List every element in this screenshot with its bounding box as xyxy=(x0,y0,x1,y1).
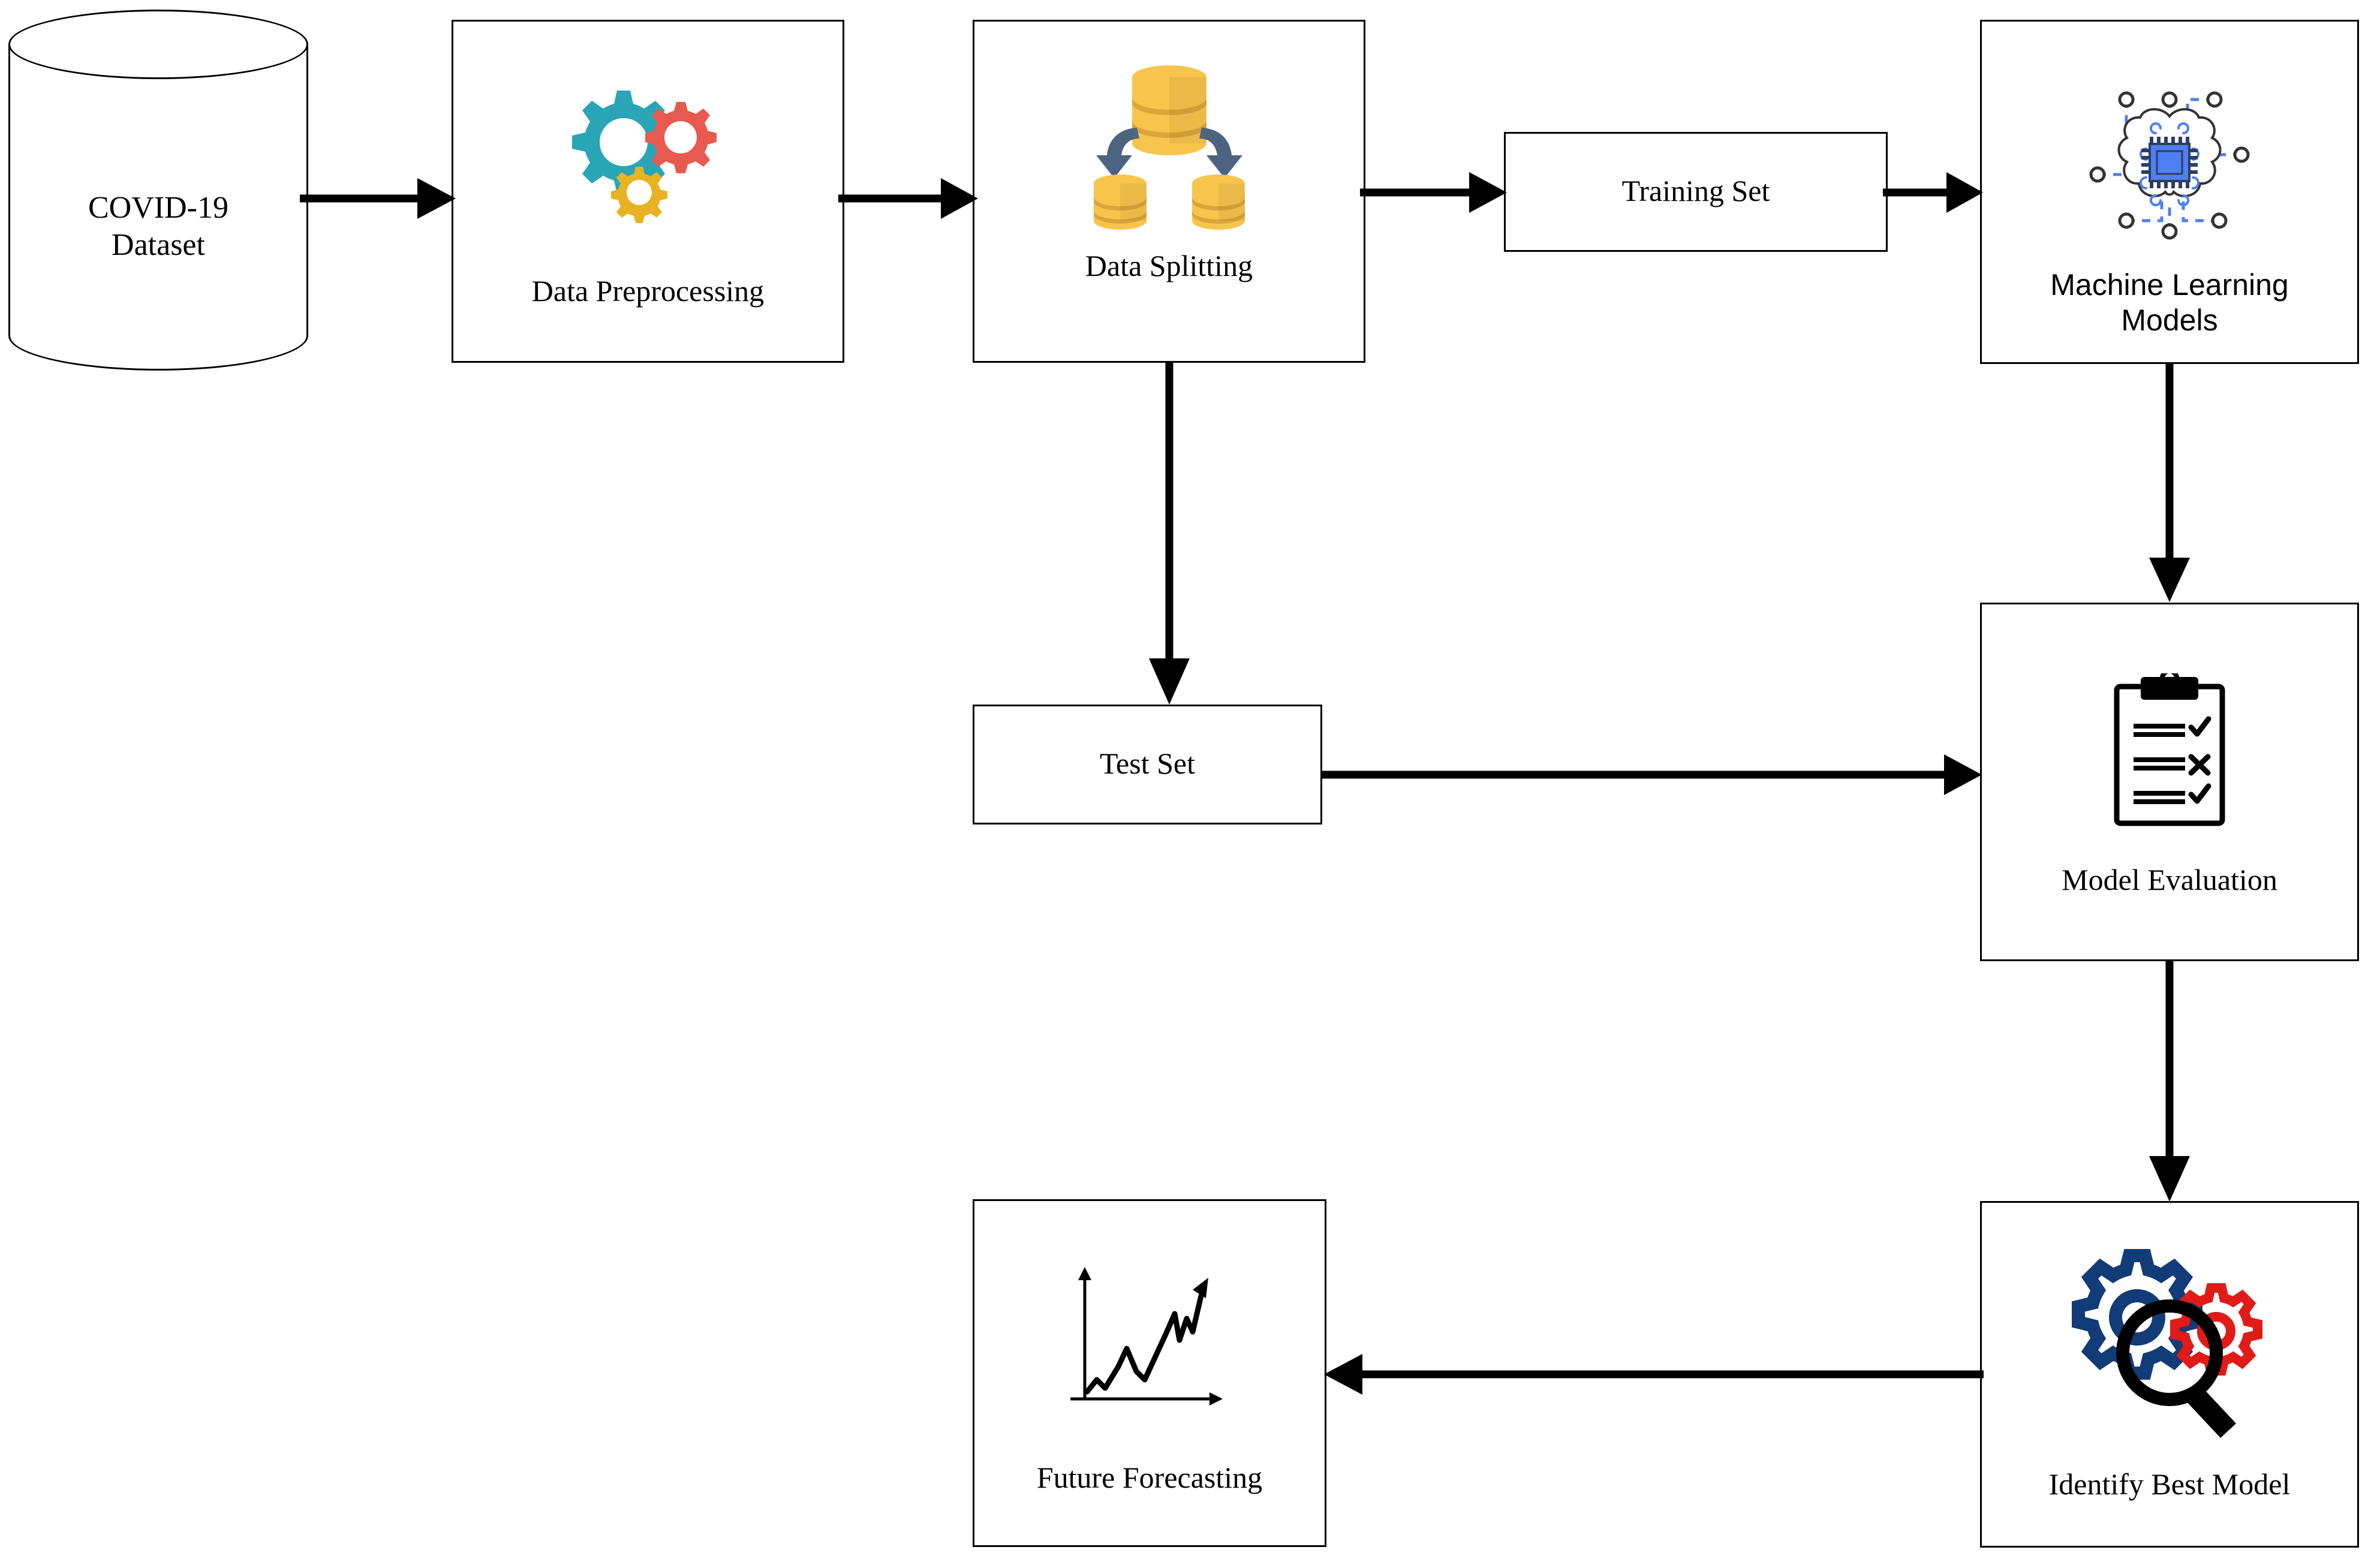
node-model-evaluation[interactable]: Model Evaluation xyxy=(1980,603,2359,961)
node-label-data-preprocessing: Data Preprocessing xyxy=(531,274,765,308)
cylinder-body xyxy=(8,44,308,336)
rising-trend-chart-icon-wrap xyxy=(974,1252,1325,1420)
edge-covid-dataset-to-data-preprocessing xyxy=(300,171,459,226)
database-split-icon xyxy=(1093,65,1245,230)
node-training-set[interactable]: Training Set xyxy=(1504,132,1888,252)
node-label-covid-dataset: COVID-19 Dataset xyxy=(88,191,228,263)
edge-data-splitting-to-test-set xyxy=(1139,361,1199,708)
node-label-identify-best-model: Identify Best Model xyxy=(2048,1467,2291,1501)
edge-data-splitting-to-training-set xyxy=(1360,165,1510,220)
node-test-set[interactable]: Test Set xyxy=(973,705,1322,824)
node-future-forecasting[interactable]: Future Forecasting xyxy=(973,1199,1326,1547)
node-data-splitting[interactable]: Data Splitting xyxy=(973,20,1365,363)
edge-identify-best-model-to-future-forecasting xyxy=(1324,1347,1984,1402)
gears-icon xyxy=(571,91,717,223)
edge-model-evaluation-to-identify-best-model xyxy=(2140,959,2199,1204)
node-identify-best-model[interactable]: Identify Best Model xyxy=(1980,1201,2359,1548)
gears-magnifier-icon xyxy=(2072,1249,2262,1438)
node-machine-learning-models[interactable]: Machine Learning Models xyxy=(1980,20,2359,364)
gears-magnifier-icon-wrap xyxy=(1982,1239,2357,1443)
node-covid-dataset[interactable]: COVID-19 Dataset xyxy=(8,10,308,371)
edge-machine-learning-models-to-model-evaluation xyxy=(2140,362,2199,604)
node-label-model-evaluation: Model Evaluation xyxy=(2062,863,2277,896)
node-label-test-set: Test Set xyxy=(1100,747,1195,780)
edge-training-set-to-machine-learning-models xyxy=(1883,165,1986,220)
rising-trend-chart-icon xyxy=(1070,1267,1223,1406)
gears-icon-wrap xyxy=(453,55,843,252)
brain-chip-icon xyxy=(2089,91,2250,240)
node-label-machine-learning-models: Machine Learning Models xyxy=(2050,268,2289,337)
node-label-future-forecasting: Future Forecasting xyxy=(1036,1461,1263,1494)
node-label-training-set: Training Set xyxy=(1621,174,1770,207)
cylinder-top-ellipse xyxy=(8,10,308,79)
node-label-data-splitting: Data Splitting xyxy=(1085,249,1253,282)
clipboard-checklist-icon-wrap xyxy=(1982,670,2357,832)
edge-test-set-to-model-evaluation xyxy=(1320,747,1985,802)
brain-chip-icon-wrap xyxy=(1982,76,2357,249)
database-split-icon-wrap xyxy=(974,46,1364,243)
node-data-preprocessing[interactable]: Data Preprocessing xyxy=(452,20,844,363)
edge-data-preprocessing-to-data-splitting xyxy=(838,171,981,226)
clipboard-checklist-icon xyxy=(2114,673,2225,826)
